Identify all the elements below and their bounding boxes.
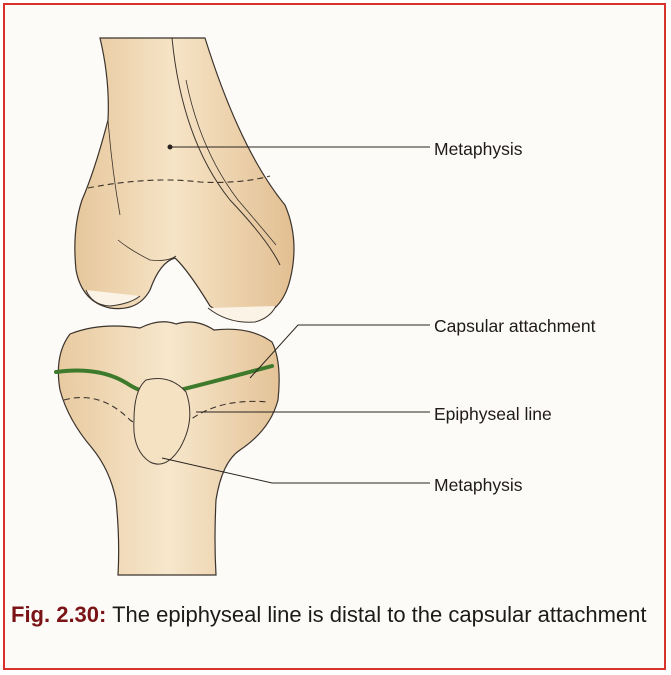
label-epiphyseal-line: Epiphyseal line (434, 404, 552, 424)
label-metaphysis-lower: Metaphysis (434, 475, 523, 495)
label-metaphysis-upper: Metaphysis (434, 139, 523, 159)
tibia (56, 322, 279, 575)
figure-caption: Fig. 2.30: The epiphyseal line is distal… (11, 600, 661, 630)
medial-meniscus (208, 306, 276, 322)
figure-number: Fig. 2.30: (11, 602, 106, 627)
label-capsular-attachment: Capsular attachment (434, 316, 595, 336)
leader-dot-metaphysis-upper (168, 145, 172, 149)
caption-text: The epiphyseal line is distal to the cap… (106, 602, 646, 627)
femur (75, 38, 294, 318)
